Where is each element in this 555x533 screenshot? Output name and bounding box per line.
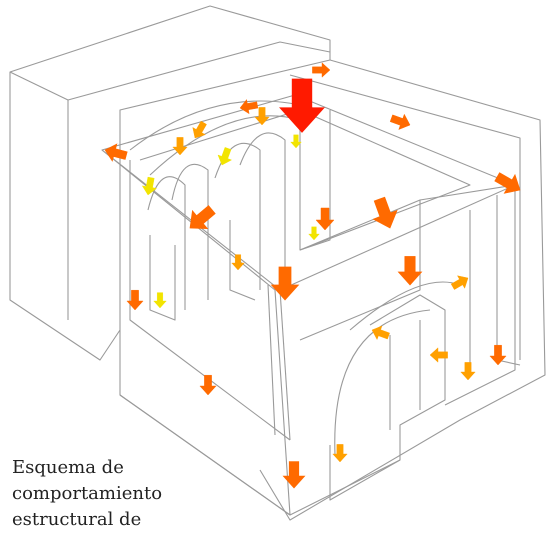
- arrow-center-down-2: [372, 196, 398, 229]
- caption-line-1: Esquema de: [12, 457, 124, 478]
- arrow-main-load: [279, 78, 325, 133]
- front-corner-vertical-2: [267, 284, 276, 436]
- caption-line-2: comportamiento: [12, 483, 163, 504]
- arrow-ridge-center: [239, 99, 259, 115]
- vault-arch-3: [214, 142, 261, 290]
- back-block-top: [67, 41, 331, 101]
- load-arrows: [104, 62, 521, 489]
- main-left-wall-inner: [129, 160, 291, 441]
- column-center: [299, 110, 331, 251]
- arrow-annex-3: [429, 347, 448, 363]
- back-block: [9, 5, 331, 361]
- base-line: [119, 394, 401, 516]
- arrow-arch-col-3: [308, 226, 320, 241]
- annex-inner: [389, 320, 421, 430]
- arrow-front-left-down: [199, 374, 217, 396]
- outer-right-top: [289, 74, 521, 360]
- vault-arch-1: [147, 176, 186, 310]
- arrow-annex-2: [371, 325, 390, 340]
- arrow-right-top: [494, 172, 521, 194]
- arrow-vault-4: [141, 176, 157, 196]
- front-corner-vertical: [279, 289, 291, 441]
- arrow-roof-top-right: [312, 62, 331, 78]
- arrow-annex-5: [332, 444, 348, 463]
- annex-arch-2: [349, 281, 461, 331]
- caption: Esquema de comportamiento estructural de: [12, 455, 212, 533]
- building-wireframe: [9, 5, 546, 521]
- column-mid: [229, 220, 256, 301]
- right-vertical: [496, 195, 521, 366]
- caption-line-3: estructural de: [12, 509, 142, 530]
- arrow-corner-down: [270, 266, 300, 301]
- arrow-arch-col-1: [153, 292, 167, 309]
- annex-box: [329, 294, 446, 501]
- annex-arch: [334, 309, 431, 456]
- arrow-vault-1: [254, 107, 270, 126]
- vault-arch-2: [171, 163, 209, 300]
- arrow-arch-col-2: [231, 254, 245, 271]
- arrow-left-down: [189, 205, 216, 229]
- vault-curve-2: [149, 115, 301, 176]
- arrow-vault-3: [172, 137, 188, 156]
- arrow-center-down-1: [315, 207, 335, 231]
- central-frame: [299, 199, 421, 341]
- arrow-center-down-3: [397, 256, 423, 286]
- arrow-right-bottom-down: [489, 344, 507, 366]
- arrow-vault-2: [192, 120, 207, 139]
- arrow-annex-1: [450, 275, 469, 290]
- arrow-roof-left: [104, 143, 128, 162]
- arrow-vault-5: [217, 147, 232, 166]
- arrow-left-arch-lower: [126, 289, 144, 311]
- arrow-bottom-corner-down: [282, 461, 306, 489]
- right-wall: [419, 184, 516, 406]
- arrow-arch-col-4: [290, 134, 302, 149]
- vault-arch-4: [239, 132, 286, 270]
- column-left: [149, 235, 176, 321]
- back-block-edge: [9, 71, 69, 320]
- arrow-annex-4: [460, 362, 476, 381]
- arrow-apex-right: [389, 113, 411, 130]
